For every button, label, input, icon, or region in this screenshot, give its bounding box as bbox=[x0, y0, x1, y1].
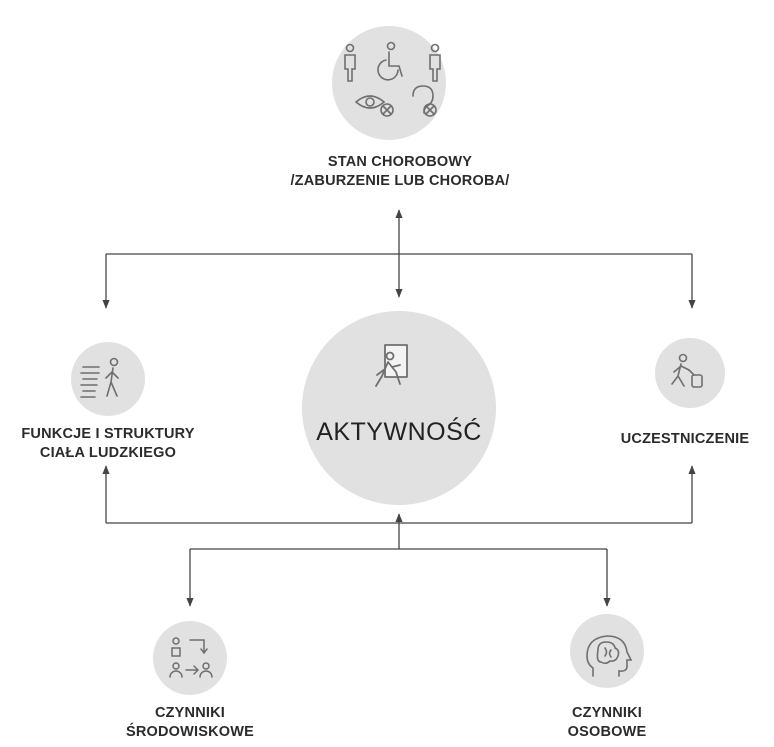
activity-circle bbox=[302, 311, 496, 505]
health-condition-line1: STAN CHOROBOWY bbox=[327, 154, 473, 170]
traveler-icon bbox=[671, 353, 703, 388]
environment-circle bbox=[153, 621, 227, 695]
environmental-factors-label: CZYNNIKI ŚRODOWISKOWE bbox=[110, 704, 270, 742]
participation-label: UCZESTNICZENIE bbox=[620, 431, 750, 447]
body-functions-line2: CIAŁA LUDZKIEGO bbox=[39, 445, 177, 461]
environmental-factors-line1: CZYNNIKI bbox=[154, 705, 226, 721]
personal-factors-label: CZYNNIKI OSOBOWE bbox=[537, 704, 677, 742]
personal-factors-line2: OSOBOWE bbox=[567, 724, 647, 740]
person-amputee-icon bbox=[429, 43, 441, 82]
body-functions-line1: FUNKCJE I STRUKTURY bbox=[21, 426, 195, 442]
environment-factors-icon bbox=[169, 637, 213, 678]
health-circle bbox=[332, 26, 446, 140]
wheelchair-icon bbox=[377, 41, 403, 81]
connectors bbox=[102, 209, 696, 607]
environmental-factors-line2: ŚRODOWISKOWE bbox=[125, 724, 255, 740]
health-condition-line2: /ZABURZENIE LUB CHOROBA/ bbox=[290, 173, 510, 189]
walking-person-icon bbox=[80, 357, 119, 398]
body-functions-label: FUNKCJE I STRUKTURY CIAŁA LUDZKIEGO bbox=[0, 425, 216, 463]
visual-impairment-icon bbox=[354, 95, 394, 117]
head-brain-icon bbox=[586, 635, 633, 677]
hearing-impairment-icon bbox=[412, 85, 437, 117]
participation-circle bbox=[655, 338, 725, 408]
health-condition-label: STAN CHOROBOWY /ZABURZENIE LUB CHOROBA/ bbox=[250, 153, 550, 191]
personal-factors-line1: CZYNNIKI bbox=[571, 705, 643, 721]
person-standing-icon bbox=[344, 43, 356, 82]
body-circle bbox=[71, 342, 145, 416]
exit-icon bbox=[375, 344, 408, 387]
activity-label: AKTYWNOŚĆ bbox=[316, 418, 482, 446]
health-icons bbox=[344, 41, 441, 117]
